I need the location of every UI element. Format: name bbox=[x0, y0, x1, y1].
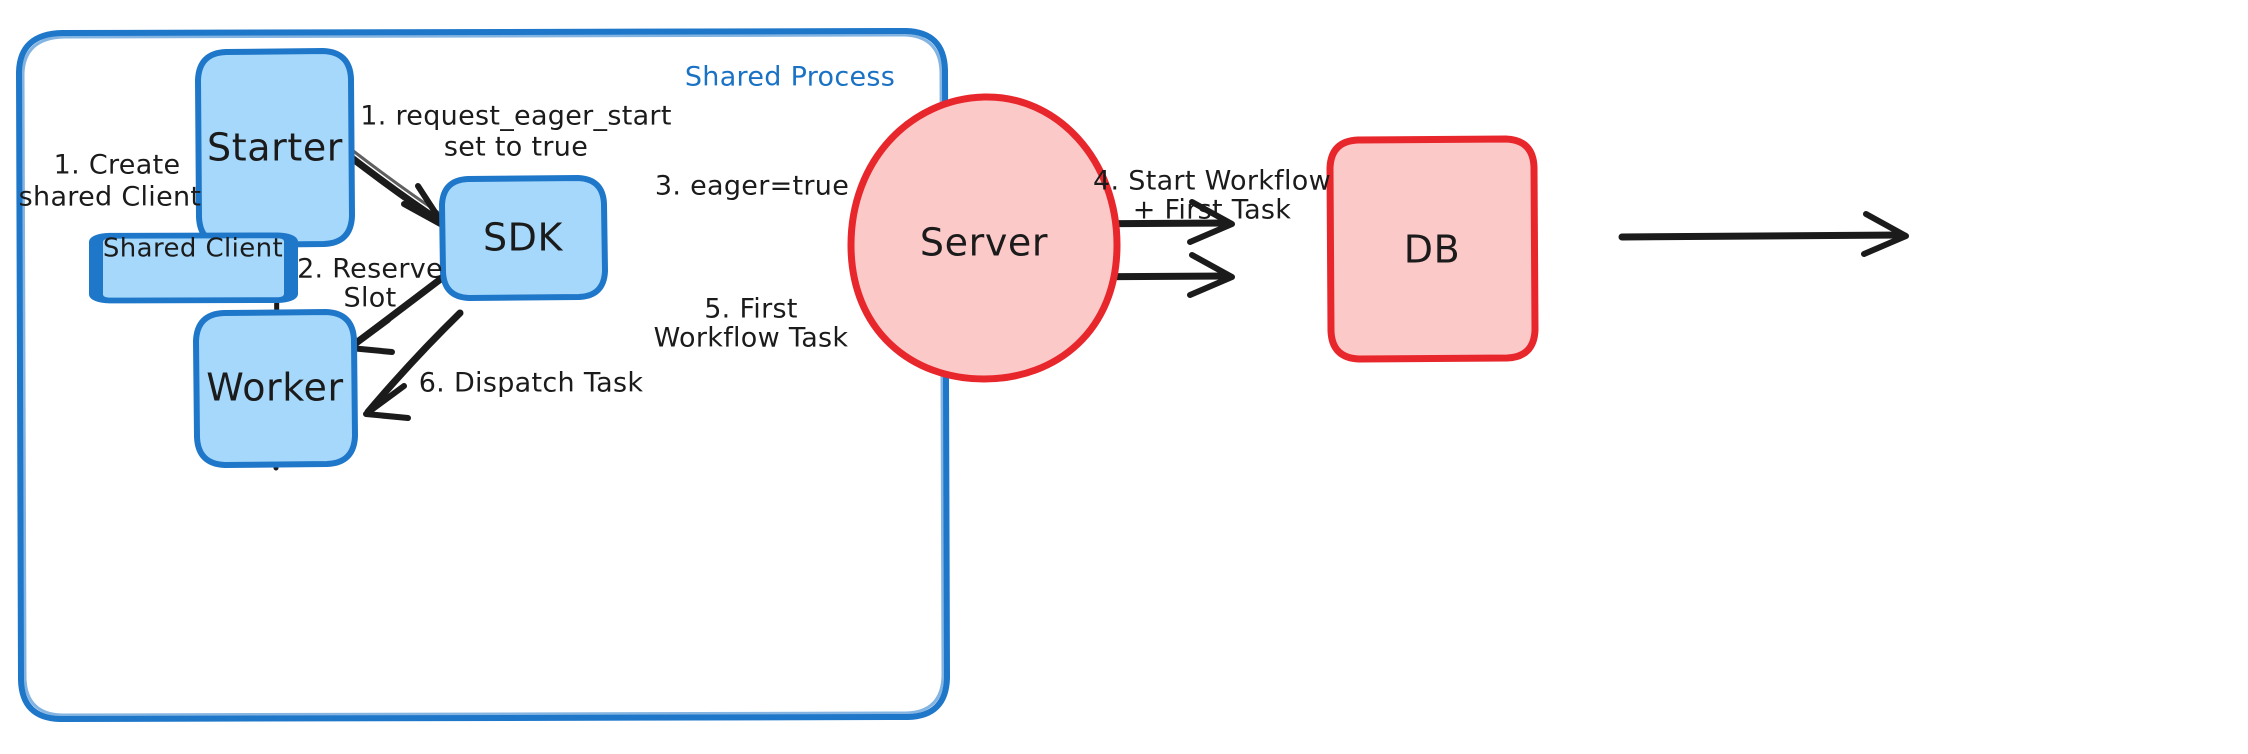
shared-process-container: Shared Process bbox=[16, 28, 950, 722]
node-shared-client[interactable]: Shared Client bbox=[89, 232, 298, 304]
edge-label-line1: 4. Start Workflow bbox=[1093, 166, 1331, 197]
edge-label-dispatch-task: 6. Dispatch Task bbox=[419, 368, 644, 399]
edge-label-line1: 3. eager=true bbox=[655, 171, 849, 202]
node-server-label: Server bbox=[920, 221, 1048, 265]
edge-label-first-workflow-task: 5. First Workflow Task bbox=[654, 294, 849, 354]
edge-label-line1: 2. Reserve bbox=[297, 254, 443, 285]
node-starter-label: Starter bbox=[207, 126, 343, 170]
shared-process-label: Shared Process bbox=[685, 62, 895, 93]
edge-label-line1: 5. First bbox=[704, 294, 798, 325]
edge-label-create-shared-client: 1. Create shared Client bbox=[19, 150, 202, 213]
edge-label-line1: 1. Create bbox=[54, 150, 181, 181]
edge-label-eager-true: 3. eager=true bbox=[655, 171, 849, 202]
edge-label-request-eager-start: 1. request_eager_start set to true bbox=[360, 101, 671, 163]
edge-label-line2: Slot bbox=[344, 283, 397, 314]
edge-label-line2: Workflow Task bbox=[654, 323, 849, 354]
edge-label-reserve-slot: 2. Reserve Slot bbox=[297, 254, 443, 314]
node-server[interactable]: Server bbox=[847, 93, 1121, 383]
edge-starter-to-sdk-arrow bbox=[344, 148, 450, 229]
edge-server-to-db-arrow bbox=[1618, 211, 1909, 257]
edge-label-line2: + First Task bbox=[1133, 195, 1292, 226]
node-db-label: DB bbox=[1404, 228, 1461, 272]
node-shared-client-label: Shared Client bbox=[103, 234, 283, 264]
edge-label-line2: set to true bbox=[444, 132, 588, 163]
edge-label-line1: 1. request_eager_start bbox=[360, 101, 671, 132]
node-db[interactable]: DB bbox=[1326, 135, 1539, 363]
node-sdk[interactable]: SDK bbox=[439, 175, 608, 301]
edge-label-line2: shared Client bbox=[19, 182, 202, 213]
edge-label-line1: 6. Dispatch Task bbox=[419, 368, 644, 399]
node-starter[interactable]: Starter bbox=[195, 48, 355, 248]
node-worker-label: Worker bbox=[206, 366, 343, 410]
node-sdk-label: SDK bbox=[483, 216, 564, 260]
node-worker[interactable]: Worker bbox=[193, 309, 358, 468]
edge-sdk-to-worker-dispatch-arrow bbox=[363, 309, 464, 421]
edge-label-start-workflow-first-task: 4. Start Workflow + First Task bbox=[1093, 166, 1331, 226]
